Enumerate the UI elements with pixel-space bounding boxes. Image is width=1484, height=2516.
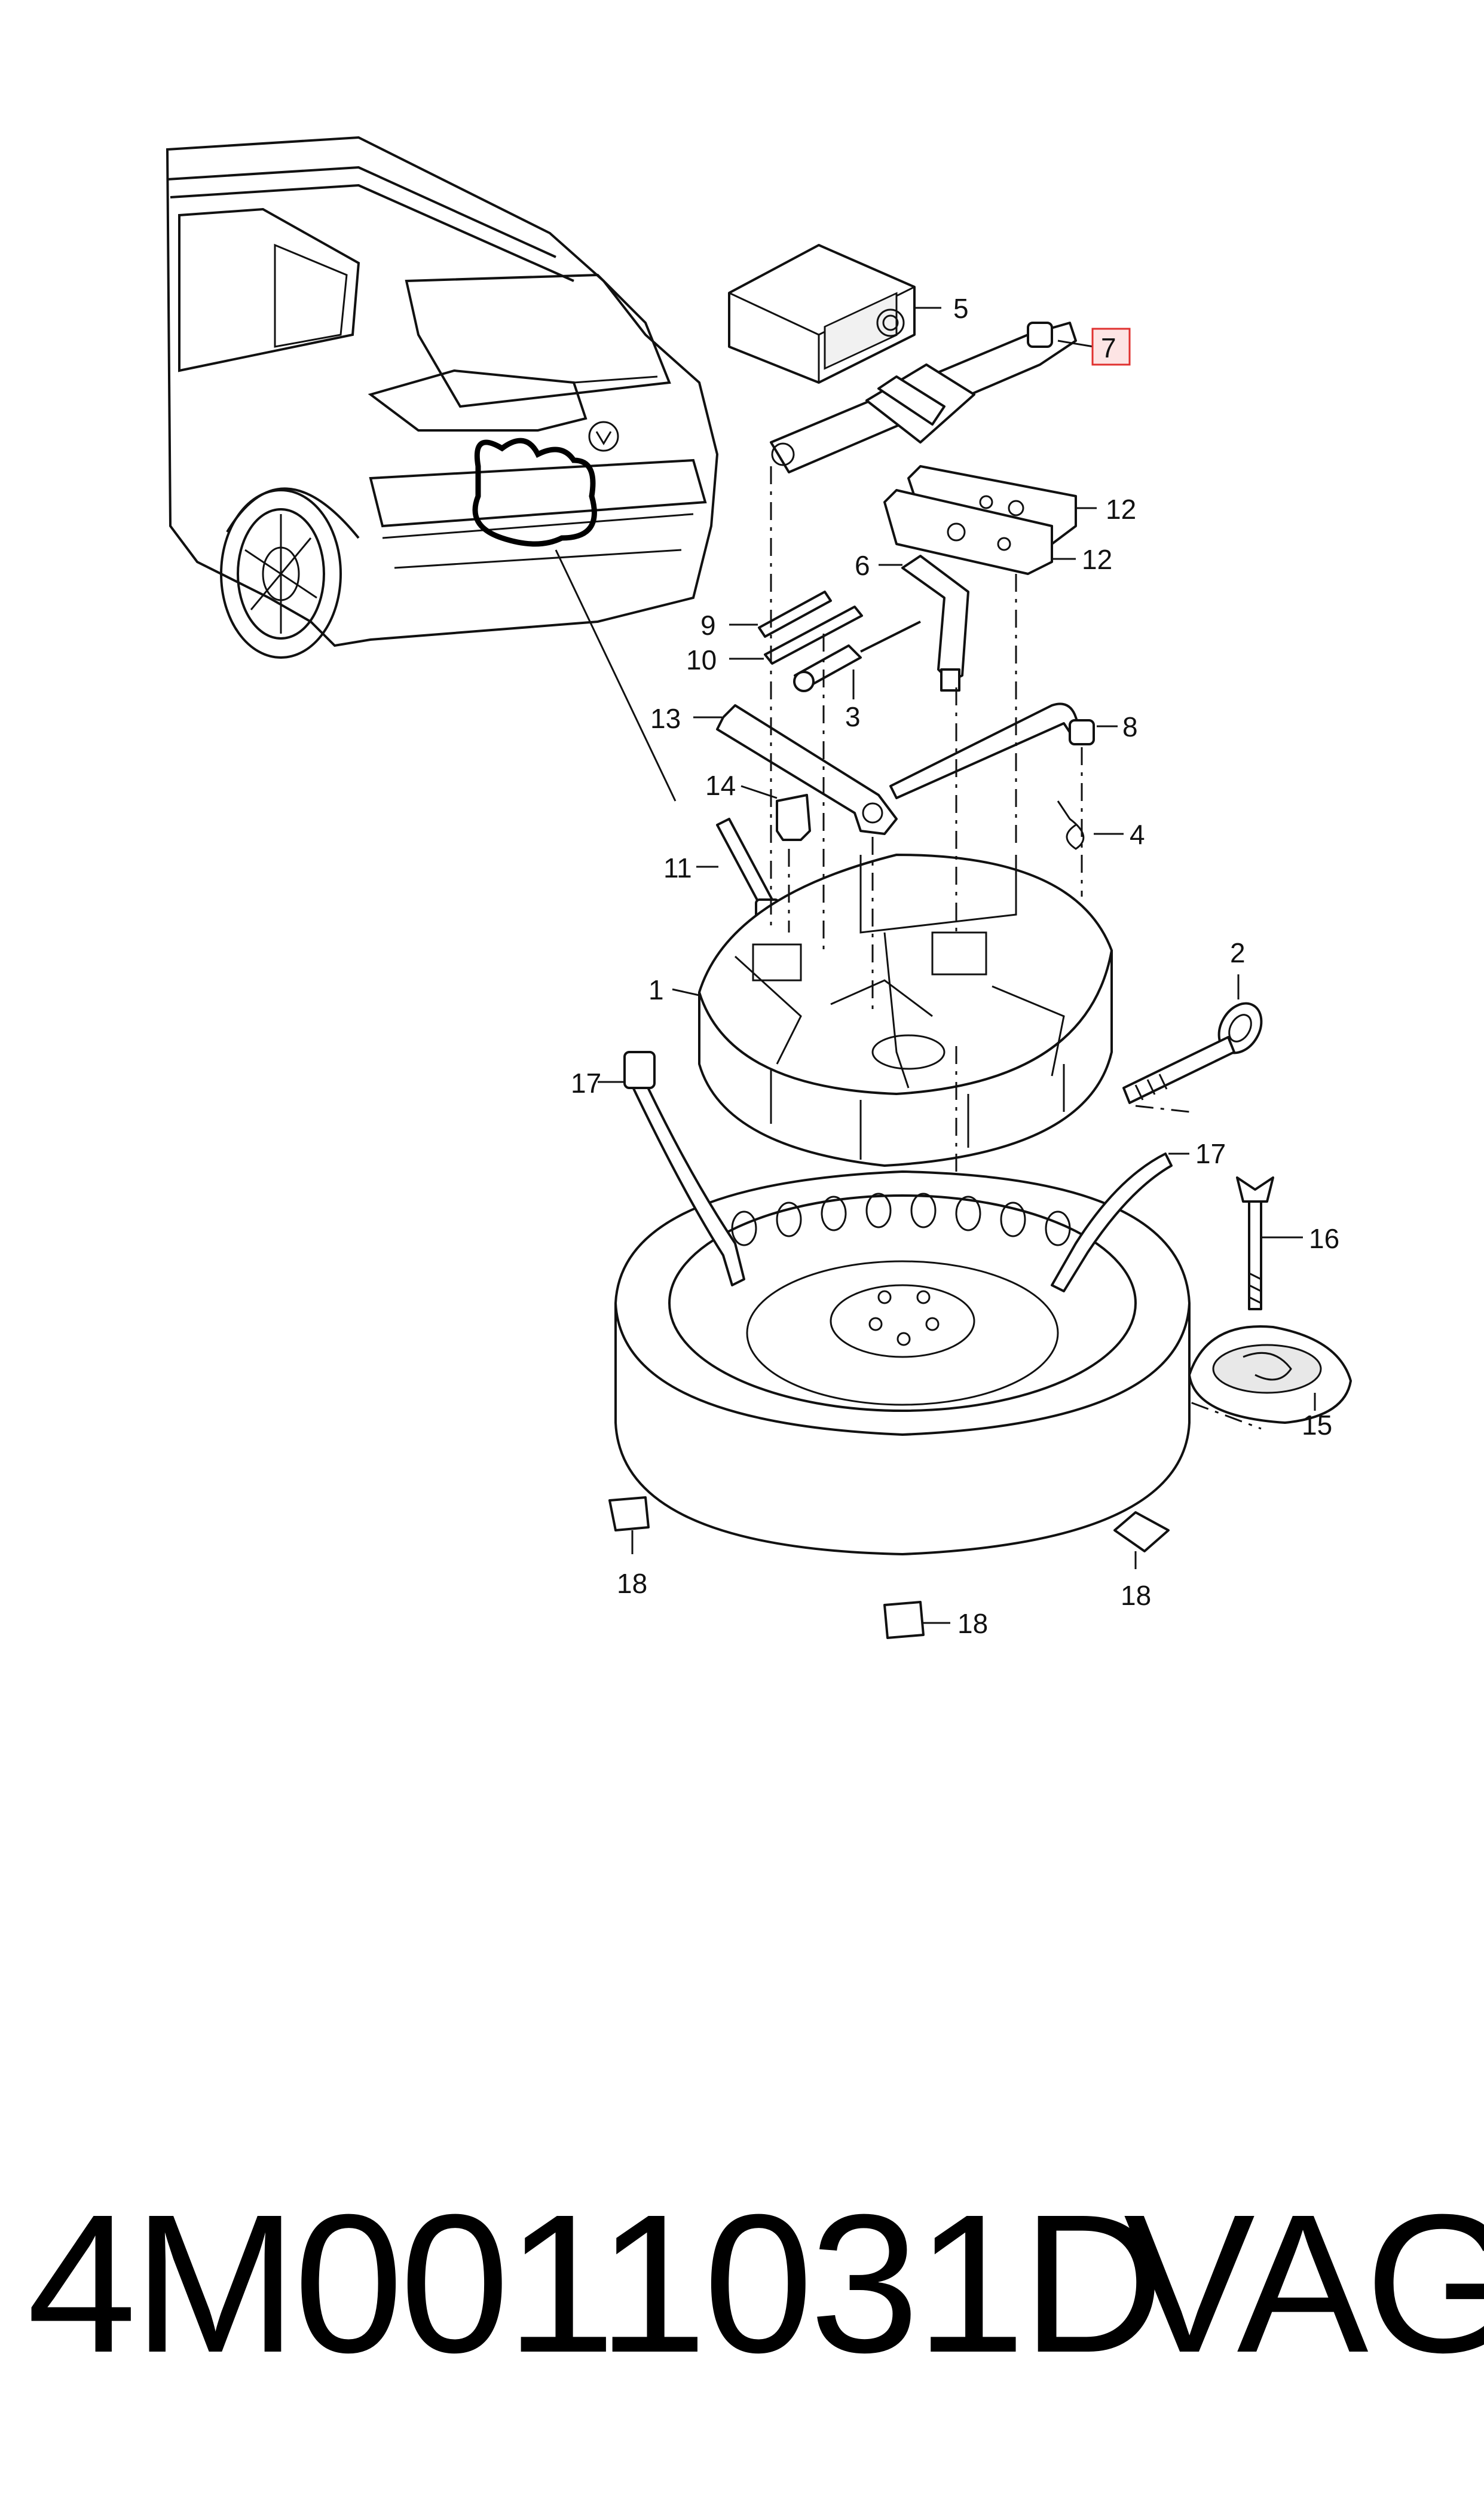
spare-wheel-well-outline — [472, 438, 597, 547]
callout-17-left: 17 — [571, 1068, 601, 1099]
sticker-right — [1113, 1511, 1170, 1552]
strap-left — [623, 1051, 745, 1286]
towing-eye — [1122, 1002, 1263, 1104]
adapter-cap — [776, 794, 811, 841]
bracket-lower — [883, 489, 1053, 575]
tow-rod — [889, 702, 1095, 799]
rod-9 — [758, 591, 832, 638]
brand-label: VAG — [1124, 2173, 1484, 2393]
callout-18-right: 18 — [1121, 1580, 1151, 1611]
callout-16: 16 — [1309, 1223, 1339, 1254]
part-footer: 4M0011031D VAG — [0, 2176, 1484, 2391]
screwdriver — [793, 620, 921, 692]
callout-11: 11 — [663, 852, 692, 883]
callout-13: 13 — [650, 703, 681, 734]
callout-14: 14 — [705, 770, 736, 801]
foam-tool-tray — [698, 854, 1113, 1167]
parts-exploded-diagram: 5 7 12 12 6 9 10 — [166, 136, 1352, 1639]
callout-9: 9 — [700, 610, 716, 641]
callout-6: 6 — [855, 550, 870, 581]
callout-17-right: 17 — [1195, 1138, 1226, 1169]
callout-1: 1 — [648, 974, 664, 1005]
mounting-plate — [1188, 1325, 1352, 1424]
assembly-centerlines — [770, 466, 1262, 1430]
sticker-left — [608, 1496, 650, 1531]
spring-clip — [1057, 800, 1085, 850]
callout-4: 4 — [1130, 819, 1145, 850]
part-number: 4M0011031D — [27, 2173, 1164, 2393]
callout-3: 3 — [845, 701, 861, 732]
callout-7: 7 — [1101, 332, 1116, 363]
scissor-jack — [770, 322, 1077, 473]
callout-5: 5 — [953, 293, 969, 324]
strap-right — [1051, 1152, 1173, 1292]
callout-18-left: 18 — [617, 1568, 647, 1599]
sticker-center — [883, 1601, 925, 1639]
car-to-tray-leader — [555, 549, 677, 802]
vehicle-outline — [166, 136, 719, 659]
callout-8: 8 — [1122, 711, 1138, 742]
crank-handle — [901, 555, 969, 692]
callout-18-center: 18 — [957, 1608, 988, 1639]
callout-7-highlight-box — [1091, 328, 1131, 366]
callout-2: 2 — [1230, 937, 1246, 968]
callout-12-upper: 12 — [1106, 494, 1136, 525]
callout-15: 15 — [1302, 1410, 1332, 1441]
wing-bolt — [1236, 1176, 1274, 1310]
rod-10 — [764, 606, 863, 665]
spare-wheel — [614, 1170, 1191, 1555]
callout-10: 10 — [686, 644, 717, 675]
compressor-box — [728, 244, 916, 384]
wheel-wrench — [716, 704, 898, 835]
callout-12-lower: 12 — [1082, 544, 1112, 575]
